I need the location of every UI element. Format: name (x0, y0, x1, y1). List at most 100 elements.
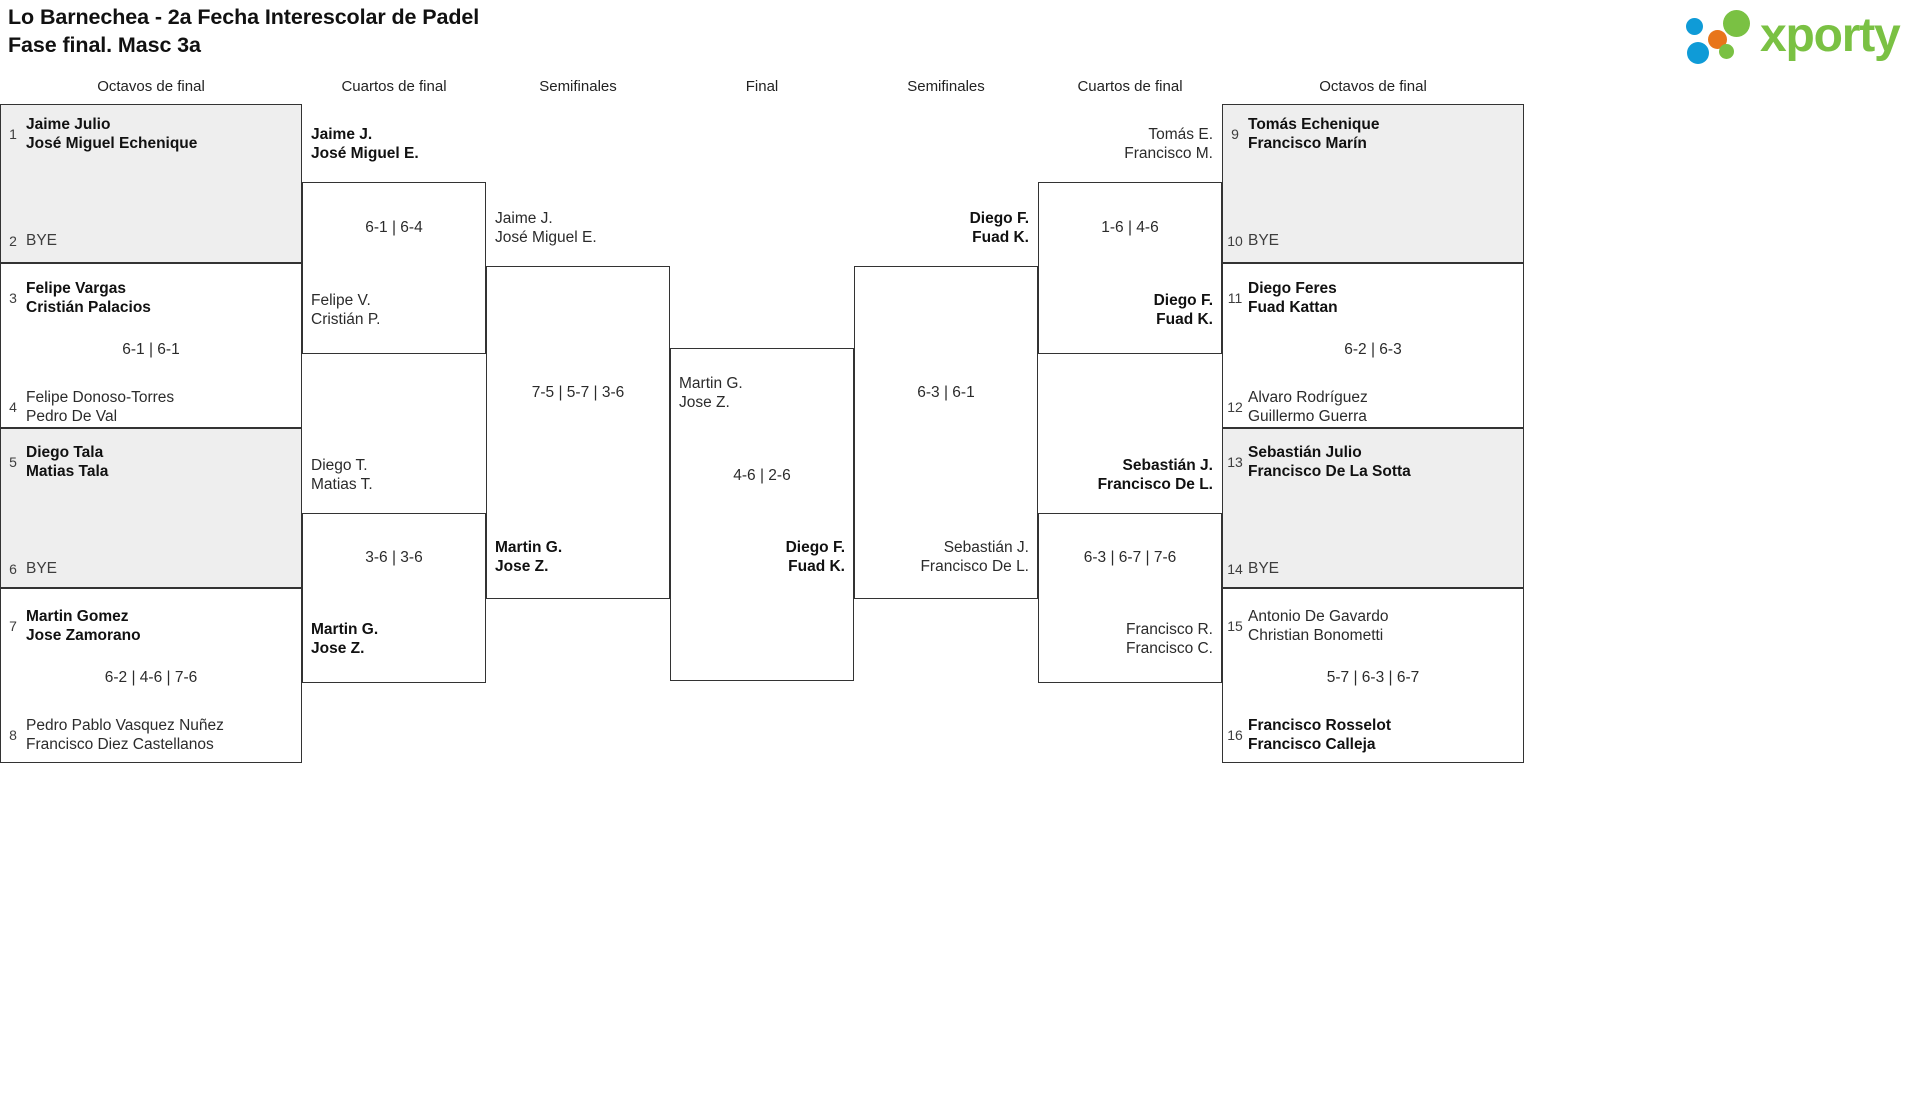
player-1-name: Jaime Julio (26, 116, 111, 133)
seed-number: 16 (1227, 727, 1243, 743)
right-octavos-match-3[interactable] (1222, 428, 1524, 588)
right-cuartos-match-1[interactable] (1038, 182, 1222, 354)
final-player-bottom: Diego F. Fuad K. (670, 538, 845, 576)
left-octavos-slot-5[interactable]: 5 Diego Tala Matias Tala (0, 440, 302, 484)
right-octavos-match-1[interactable] (1222, 104, 1524, 263)
right-cuartos-score-1: 1-6 | 4-6 (1101, 219, 1159, 236)
right-octavos-slot-16[interactable]: 16 Francisco Rosselot Francisco Calleja (1222, 713, 1524, 757)
left-cuartos-score-1: 6-1 | 6-4 (365, 219, 423, 236)
right-semis-player-top: Diego F. Fuad K. (854, 209, 1029, 247)
round-header-right-octavos: Octavos de final (1319, 78, 1427, 95)
right-semis-score: 6-3 | 6-1 (917, 384, 975, 401)
left-cuartos-player-top: Jaime J. José Miguel E. (311, 125, 419, 163)
player-names: Francisco Rosselot Francisco Calleja (1248, 716, 1391, 754)
right-cuartos-match-2[interactable] (1038, 513, 1222, 683)
right-octavos-slot-12[interactable]: 12 Alvaro Rodríguez Guillermo Guerra (1222, 385, 1524, 429)
final-match[interactable] (670, 348, 854, 681)
player-1-name: Diego F. (1153, 292, 1213, 309)
left-octavos-slot-3[interactable]: 3 Felipe Vargas Cristián Palacios (0, 276, 302, 320)
seed-number: 3 (9, 290, 17, 306)
right-cuartos-2-player-top: Sebastián J. Francisco De L. (1038, 456, 1213, 494)
right-octavos-match-2[interactable] (1222, 263, 1524, 428)
player-1-name: Martin G. (495, 539, 563, 556)
left-cuartos-player-bottom: Felipe V. Cristián P. (311, 291, 381, 329)
right-semis-match[interactable] (854, 266, 1038, 599)
right-octavos-score-2: 6-2 | 6-3 (1344, 341, 1402, 358)
player-names: Diego Tala Matias Tala (26, 443, 108, 481)
player-2-name: Pedro De Val (26, 408, 118, 425)
right-octavos-slot-15[interactable]: 15 Antonio De Gavardo Christian Bonomett… (1222, 604, 1524, 648)
seed-number: 5 (9, 454, 17, 470)
right-octavos-score-4: 5-7 | 6-3 | 6-7 (1326, 669, 1420, 686)
left-octavos-match-4[interactable] (0, 588, 302, 763)
right-octavos-slot-14[interactable]: 14 BYE (1222, 558, 1524, 580)
player-2-name: Christian Bonometti (1248, 627, 1384, 644)
seed-number: 12 (1227, 399, 1243, 415)
player-2-name: Cristián P. (311, 311, 381, 328)
bye-label: BYE (1248, 560, 1280, 577)
player-2-name: Jose Z. (495, 558, 549, 575)
player-2-name: Matias T. (311, 476, 373, 493)
player-names: Felipe Vargas Cristián Palacios (26, 279, 151, 317)
left-cuartos-2-player-bottom: Martin G. Jose Z. (311, 620, 378, 658)
seed-number: 4 (9, 399, 17, 415)
player-1-name: Diego Feres (1248, 280, 1337, 297)
left-cuartos-match-1[interactable] (302, 182, 486, 354)
player-2-name: Francisco C. (1126, 640, 1213, 657)
right-octavos-slot-11[interactable]: 11 Diego Feres Fuad Kattan (1222, 276, 1524, 320)
seed-number: 6 (9, 561, 17, 577)
player-1-name: Felipe Vargas (26, 280, 126, 297)
player-1-name: Francisco R. (1126, 621, 1213, 638)
player-2-name: Jose Z. (311, 640, 365, 657)
seed-number: 15 (1227, 618, 1243, 634)
left-octavos-score-2: 6-1 | 6-1 (122, 341, 180, 358)
left-cuartos-2-player-top: Diego T. Matias T. (311, 456, 373, 494)
left-octavos-slot-8[interactable]: 8 Pedro Pablo Vasquez Nuñez Francisco Di… (0, 713, 302, 757)
left-octavos-slot-6[interactable]: 6 BYE (0, 558, 302, 580)
player-names: Martin Gomez Jose Zamorano (26, 607, 141, 645)
player-1-name: Alvaro Rodríguez (1248, 389, 1368, 406)
left-octavos-slot-4[interactable]: 4 Felipe Donoso-Torres Pedro De Val (0, 385, 302, 429)
player-2-name: José Miguel E. (311, 145, 419, 162)
player-2-name: José Miguel E. (495, 229, 597, 246)
player-2-name: Francisco Diez Castellanos (26, 736, 214, 753)
left-semis-match[interactable] (486, 266, 670, 599)
player-2-name: Jose Z. (679, 394, 730, 411)
player-2-name: Fuad K. (972, 229, 1029, 246)
player-1-name: Felipe V. (311, 292, 371, 309)
player-2-name: Francisco De L. (920, 558, 1029, 575)
page-header: Lo Barnechea - 2a Fecha Interescolar de … (0, 0, 1920, 76)
right-octavos-slot-13[interactable]: 13 Sebastián Julio Francisco De La Sotta (1222, 440, 1524, 484)
bye-label: BYE (26, 232, 58, 249)
player-2-name: José Miguel Echenique (26, 135, 198, 152)
seed-number: 2 (9, 233, 17, 249)
player-2-name: Guillermo Guerra (1248, 408, 1367, 425)
seed-number: 7 (9, 618, 17, 634)
right-octavos-slot-10[interactable]: 10 BYE (1222, 230, 1524, 252)
logo-wordmark: xporty (1760, 9, 1901, 62)
right-octavos-match-4[interactable] (1222, 588, 1524, 763)
left-octavos-match-2[interactable] (0, 263, 302, 428)
player-2-name: Jose Zamorano (26, 627, 141, 644)
player-2-name: Fuad Kattan (1248, 299, 1338, 316)
player-1-name: Martin Gomez (26, 608, 129, 625)
player-1-name: Diego F. (785, 539, 845, 556)
player-names: Sebastián Julio Francisco De La Sotta (1248, 443, 1411, 481)
left-octavos-slot-2[interactable]: 2 BYE (0, 230, 302, 252)
seed-number: 9 (1231, 126, 1239, 142)
player-2-name: Fuad K. (788, 558, 845, 575)
player-2-name: Francisco M. (1124, 145, 1213, 162)
left-octavos-slot-7[interactable]: 7 Martin Gomez Jose Zamorano (0, 604, 302, 648)
round-header-left-octavos: Octavos de final (97, 78, 205, 95)
player-2-name: Francisco Calleja (1248, 736, 1376, 753)
left-cuartos-match-2[interactable] (302, 513, 486, 683)
right-octavos-slot-9[interactable]: 9 Tomás Echenique Francisco Marín (1222, 112, 1524, 156)
left-octavos-match-1[interactable] (0, 104, 302, 263)
round-header-left-semis: Semifinales (539, 78, 617, 95)
left-octavos-match-3[interactable] (0, 428, 302, 588)
right-cuartos-score-2: 6-3 | 6-7 | 7-6 (1083, 549, 1177, 566)
left-octavos-slot-1[interactable]: 1 Jaime Julio José Miguel Echenique (0, 112, 302, 156)
player-names: Tomás Echenique Francisco Marín (1248, 115, 1380, 153)
xporty-logo[interactable]: xporty (1682, 6, 1912, 68)
player-1-name: Martin G. (679, 375, 743, 392)
